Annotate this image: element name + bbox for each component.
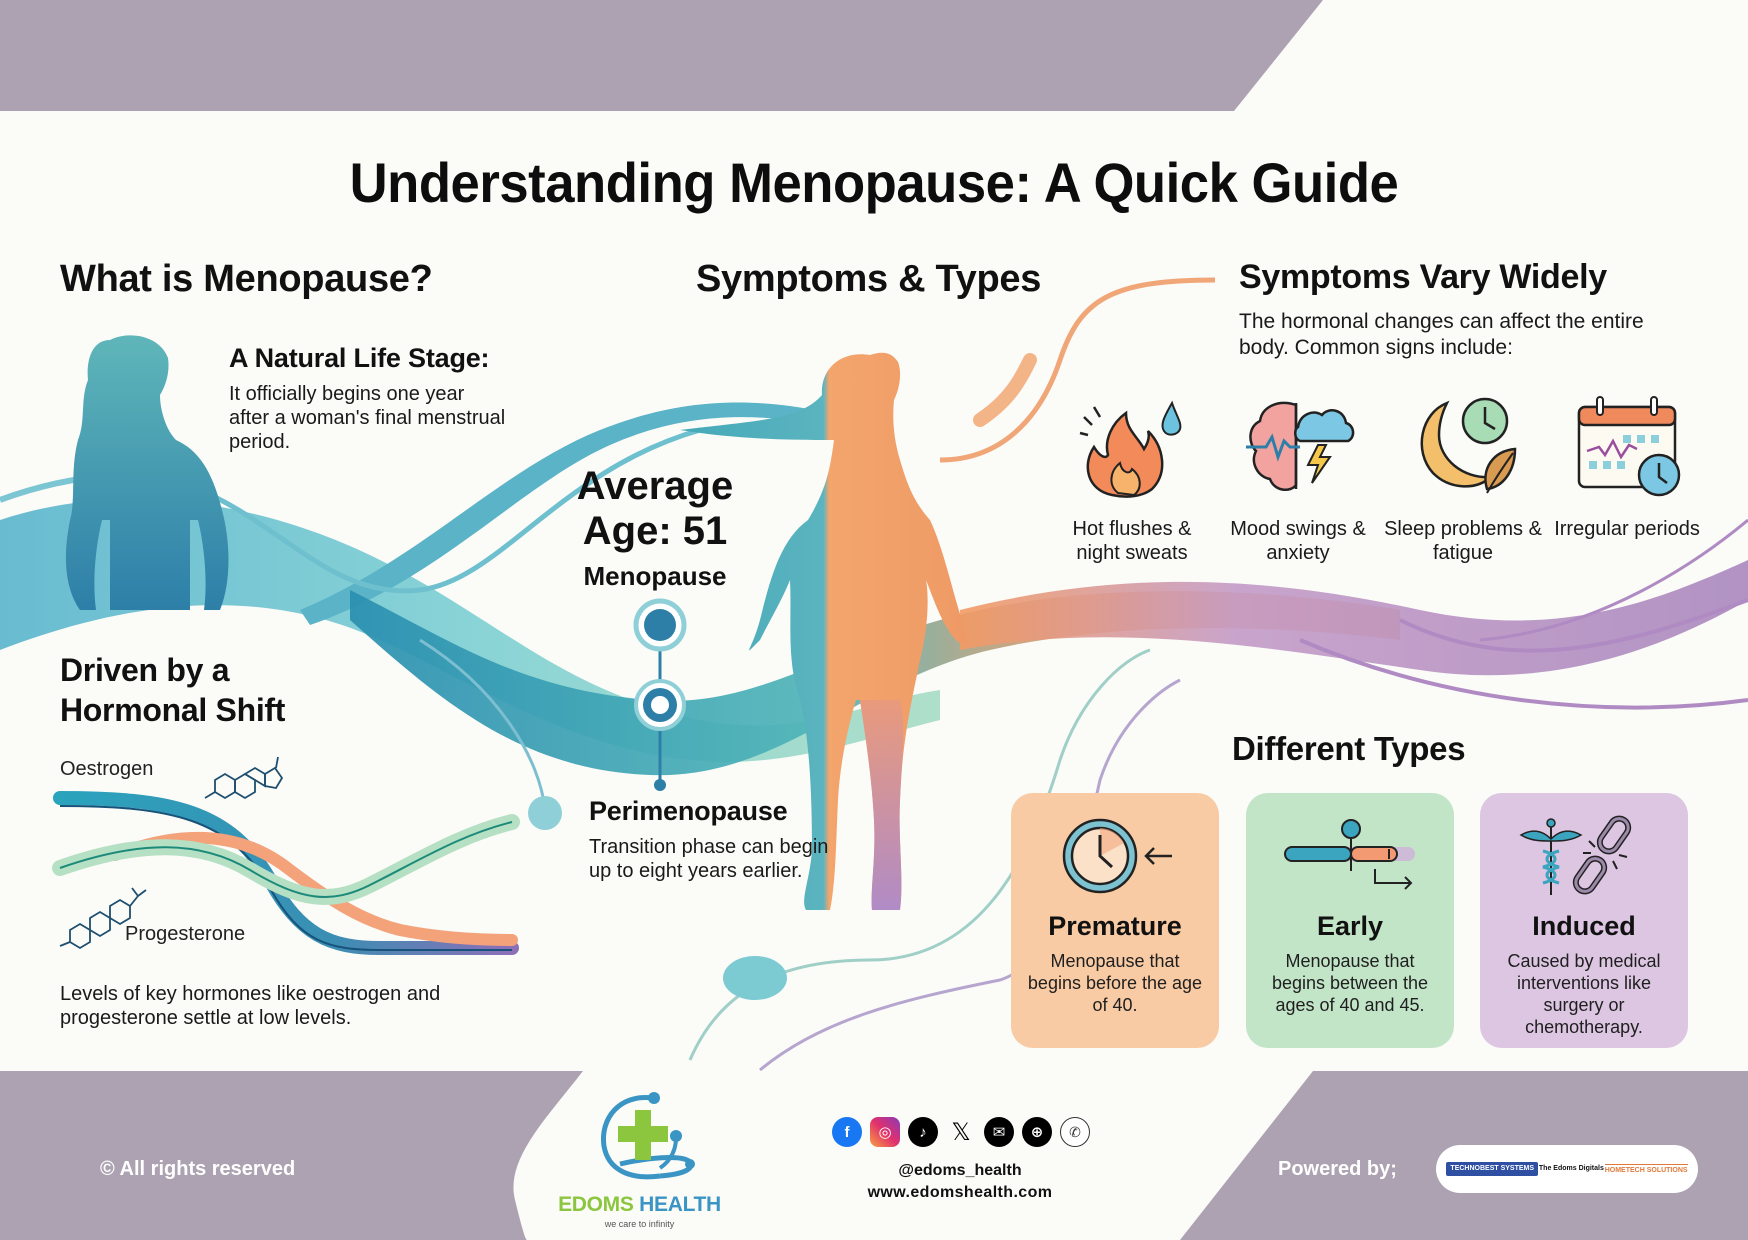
natural-life-stage-text: It officially begins one year after a wo… — [229, 383, 506, 453]
edoms-health-logo-icon — [601, 1092, 695, 1180]
website-link[interactable]: www.edomshealth.com — [867, 1184, 1053, 1201]
instagram-icon[interactable]: ◎ — [870, 1117, 900, 1147]
brand-tagline: we care to infinity — [604, 1219, 675, 1229]
calendar-clock-icon — [1577, 396, 1681, 497]
perimenopause-text: Transition phase can begin up to eight y… — [589, 836, 829, 882]
brand-name: EDOMS HEALTH — [552, 1193, 727, 1217]
natural-life-stage-heading: A Natural Life Stage: — [229, 343, 490, 373]
type-description: Caused by medical interventions like sur… — [1507, 951, 1661, 1037]
average-age-stat: Average Age: 51 — [576, 464, 734, 553]
symptom-label: Mood swings & anxiety — [1230, 518, 1366, 564]
symptom-hot-flushes: Hot flushes & night sweats — [1052, 385, 1212, 565]
progesterone-label: Progesterone — [125, 923, 246, 945]
partner-logos: TECHNOBEST SYSTEMS The Edoms Digitals HO… — [1436, 1145, 1698, 1193]
partner-hometech-logo: HOMETECH SOLUTIONS — [1604, 1163, 1688, 1175]
type-description: Menopause that begins before the age of … — [1027, 951, 1203, 1015]
hormonal-shift-heading: Driven by a Hormonal Shift — [60, 652, 286, 728]
brand-name-secondary: HEALTH — [639, 1193, 721, 1216]
partner-technobest-logo: TECHNOBEST SYSTEMS — [1446, 1162, 1539, 1176]
type-name: Induced — [1532, 911, 1636, 941]
social-links: f ◎ ♪ 𝕏 ✉ ⊕ ✆ — [832, 1117, 1090, 1147]
symptoms-intro-text: The hormonal changes can affect the enti… — [1239, 310, 1644, 359]
timeline-icon — [1284, 819, 1415, 890]
brain-storm-icon — [1246, 401, 1355, 492]
page-title: Understanding Menopause: A Quick Guide — [349, 151, 1399, 214]
type-card-premature: Premature Menopause that begins before t… — [1011, 793, 1219, 1048]
moon-clock-icon — [1420, 397, 1517, 494]
type-card-induced: Induced Caused by medical interventions … — [1480, 793, 1688, 1048]
type-name: Early — [1316, 911, 1384, 941]
website-globe-icon[interactable]: ⊕ — [1022, 1117, 1052, 1147]
caduceus-broken-chain-icon — [1519, 815, 1632, 895]
symptoms-types-heading: Symptoms & Types — [696, 258, 1042, 300]
perimenopause-heading: Perimenopause — [589, 796, 788, 826]
oestrogen-label: Oestrogen — [60, 758, 154, 780]
symptoms-vary-heading: Symptoms Vary Widely — [1239, 258, 1607, 296]
oestrogen-molecule-icon — [204, 756, 284, 800]
clock-arrow-icon — [1062, 818, 1172, 894]
different-types-heading: Different Types — [1232, 730, 1466, 767]
social-handle[interactable]: @edoms_health — [898, 1162, 1022, 1179]
progesterone-molecule-icon — [59, 887, 147, 950]
facebook-icon[interactable]: f — [832, 1117, 862, 1147]
hormone-levels-text: Levels of key hormones like oestrogen an… — [60, 983, 441, 1029]
type-description: Menopause that begins between the ages o… — [1271, 951, 1429, 1015]
symptom-label: Sleep problems & fatigue — [1384, 518, 1542, 564]
x-icon[interactable]: 𝕏 — [951, 1118, 971, 1146]
flame-droplet-icon — [1079, 400, 1182, 498]
symptom-sleep-problems: Sleep problems & fatigue — [1383, 385, 1543, 565]
type-name: Premature — [1048, 911, 1182, 941]
what-is-menopause-heading: What is Menopause? — [60, 258, 433, 300]
partner-edoms-digitals-logo: The Edoms Digitals — [1538, 1165, 1604, 1172]
whatsapp-icon[interactable]: ✆ — [1060, 1117, 1090, 1147]
type-card-early: Early Menopause that begins between the … — [1246, 793, 1454, 1048]
brand-name-primary: EDOMS — [558, 1193, 634, 1216]
copyright-text: © All rights reserved — [100, 1158, 296, 1180]
symptom-label: Hot flushes & night sweats — [1072, 518, 1192, 564]
tiktok-icon[interactable]: ♪ — [908, 1117, 938, 1147]
email-icon[interactable]: ✉ — [984, 1117, 1014, 1147]
symptom-mood-swings: Mood swings & anxiety — [1218, 385, 1378, 565]
symptom-label: Irregular periods — [1554, 518, 1700, 540]
powered-by-label: Powered by; — [1278, 1158, 1397, 1180]
symptom-irregular-periods: Irregular periods — [1547, 385, 1707, 541]
menopause-label: Menopause — [583, 561, 727, 591]
